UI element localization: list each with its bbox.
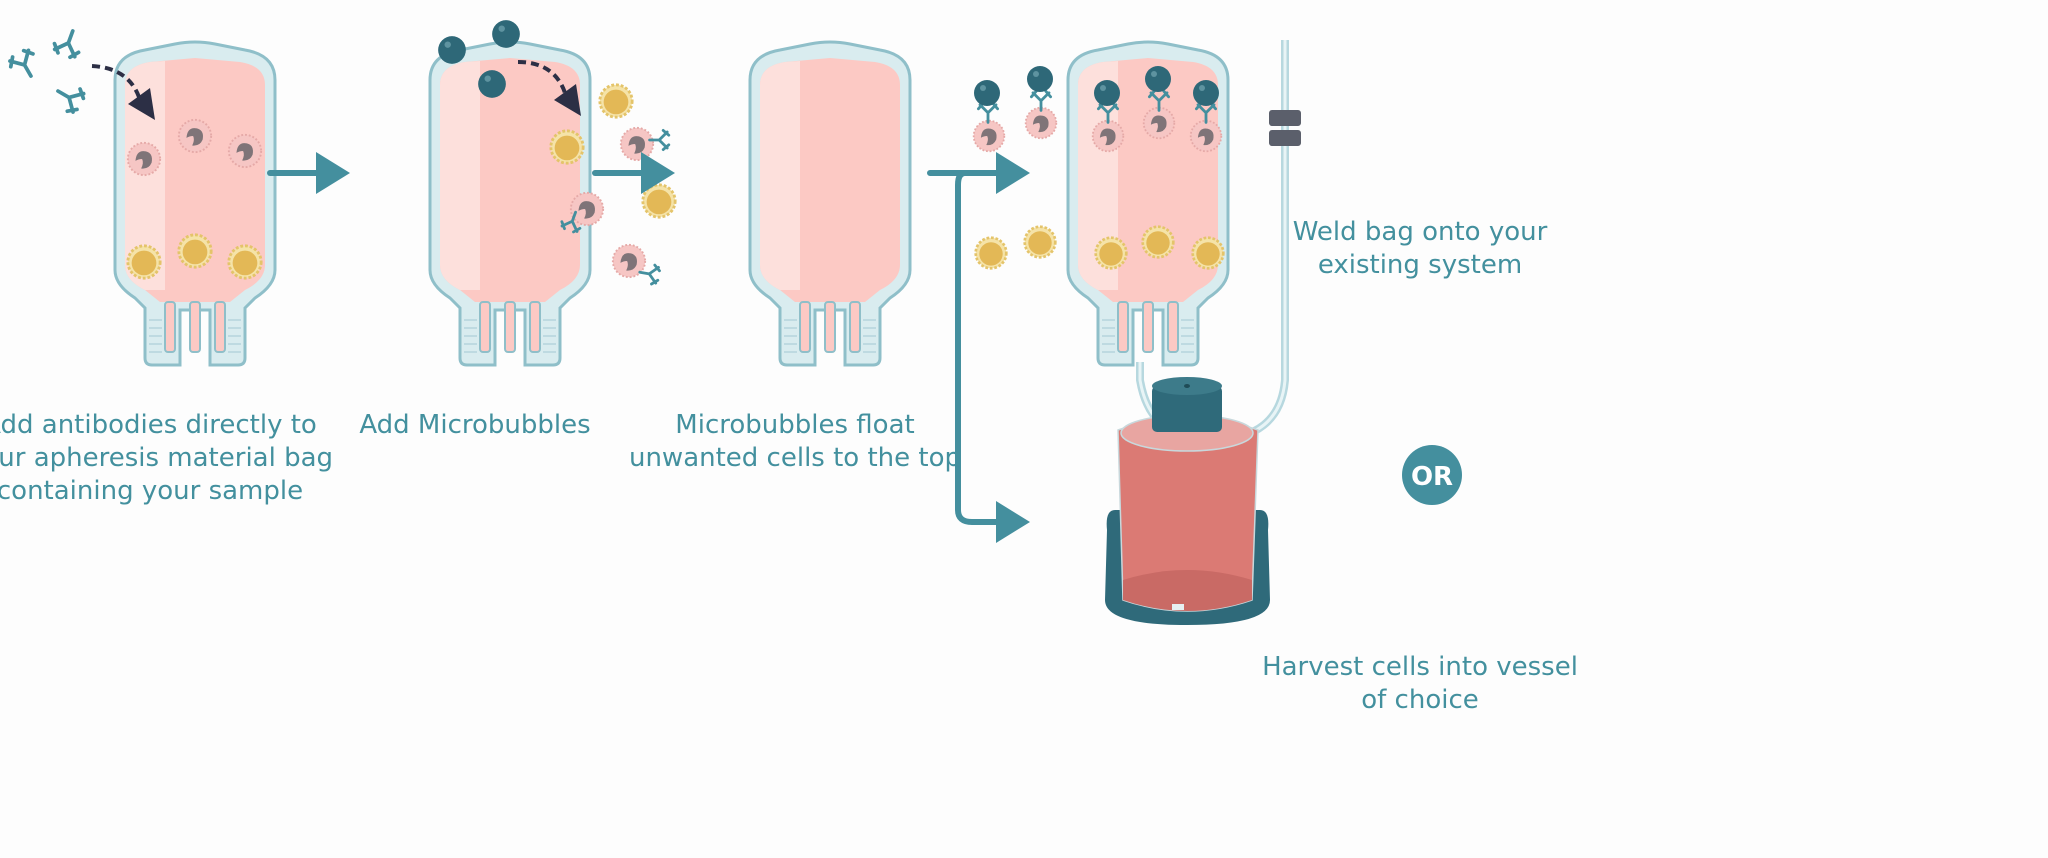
caption-line: of choice (1361, 685, 1479, 715)
tube-clamp-icon (1269, 110, 1301, 146)
or-label: OR (1411, 462, 1453, 492)
caption-line: existing system (1318, 250, 1522, 280)
target-cell (227, 133, 263, 169)
harvest-caption: Harvest cells into vessel of choice (1262, 652, 1578, 715)
desired-cell (177, 233, 213, 269)
or-badge: OR (1402, 445, 1462, 505)
antibodies (5, 24, 89, 117)
arrow-icon (592, 152, 675, 194)
desired-cell (227, 244, 263, 280)
desired-cell (126, 244, 162, 280)
caption-line: Harvest cells into vessel (1262, 652, 1578, 682)
caption-line: Microbubbles float (675, 410, 914, 440)
target-cell (177, 118, 213, 154)
step-2-caption: Add Microbubbles (359, 410, 590, 440)
caption-line: unwanted cells to the top (629, 443, 961, 473)
caption-line: Weld bag onto your (1293, 217, 1548, 247)
step-3-bag (748, 40, 1107, 367)
step-3-caption: Microbubbles float unwanted cells to the… (629, 410, 961, 473)
culture-vessel (1105, 377, 1270, 625)
branch-arrow-icon (927, 152, 1030, 543)
arrow-icon (267, 152, 350, 194)
caption-line: containing your sample (0, 476, 303, 506)
step-1-caption: Add antibodies directly to your apheresi… (0, 410, 333, 506)
target-cell (126, 141, 162, 177)
caption-line: Add antibodies directly to (0, 410, 317, 440)
caption-line: your apheresis material bag (0, 443, 333, 473)
weld-caption: Weld bag onto your existing system (1293, 217, 1548, 280)
caption-line: Add Microbubbles (359, 410, 590, 440)
step-2-bag (428, 40, 677, 367)
dashed-arrow-icon (91, 64, 155, 120)
dashed-arrow-icon (517, 60, 581, 116)
step-1-bag (113, 40, 277, 367)
